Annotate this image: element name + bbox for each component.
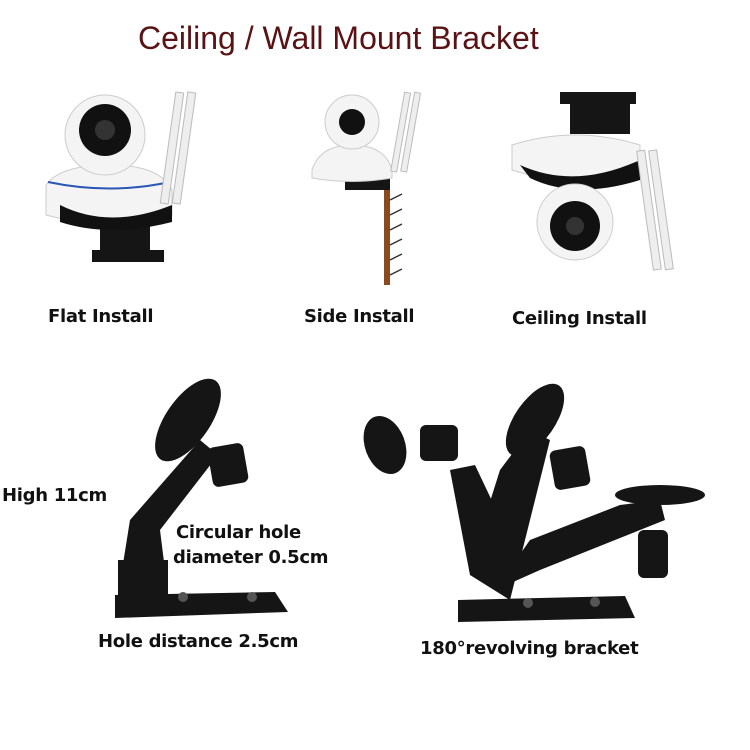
flat-install-camera	[45, 91, 197, 262]
bracket-single	[115, 378, 288, 618]
page-title: Ceiling / Wall Mount Bracket	[138, 20, 539, 56]
bracket-revolving	[363, 383, 705, 622]
hole-distance-spec: Hole distance 2.5cm	[98, 631, 299, 652]
hole-spec-line2: diameter 0.5cm	[173, 547, 329, 568]
revolving-spec: 180°revolving bracket	[420, 638, 639, 659]
flat-install-label: Flat Install	[48, 306, 154, 327]
hole-spec-line1: Circular hole	[176, 522, 301, 543]
ceiling-install-label: Ceiling Install	[512, 308, 647, 329]
height-spec: High 11cm	[2, 485, 107, 506]
side-install-camera	[311, 91, 422, 285]
side-install-label: Side Install	[304, 306, 415, 327]
ceiling-install-camera	[511, 92, 674, 271]
